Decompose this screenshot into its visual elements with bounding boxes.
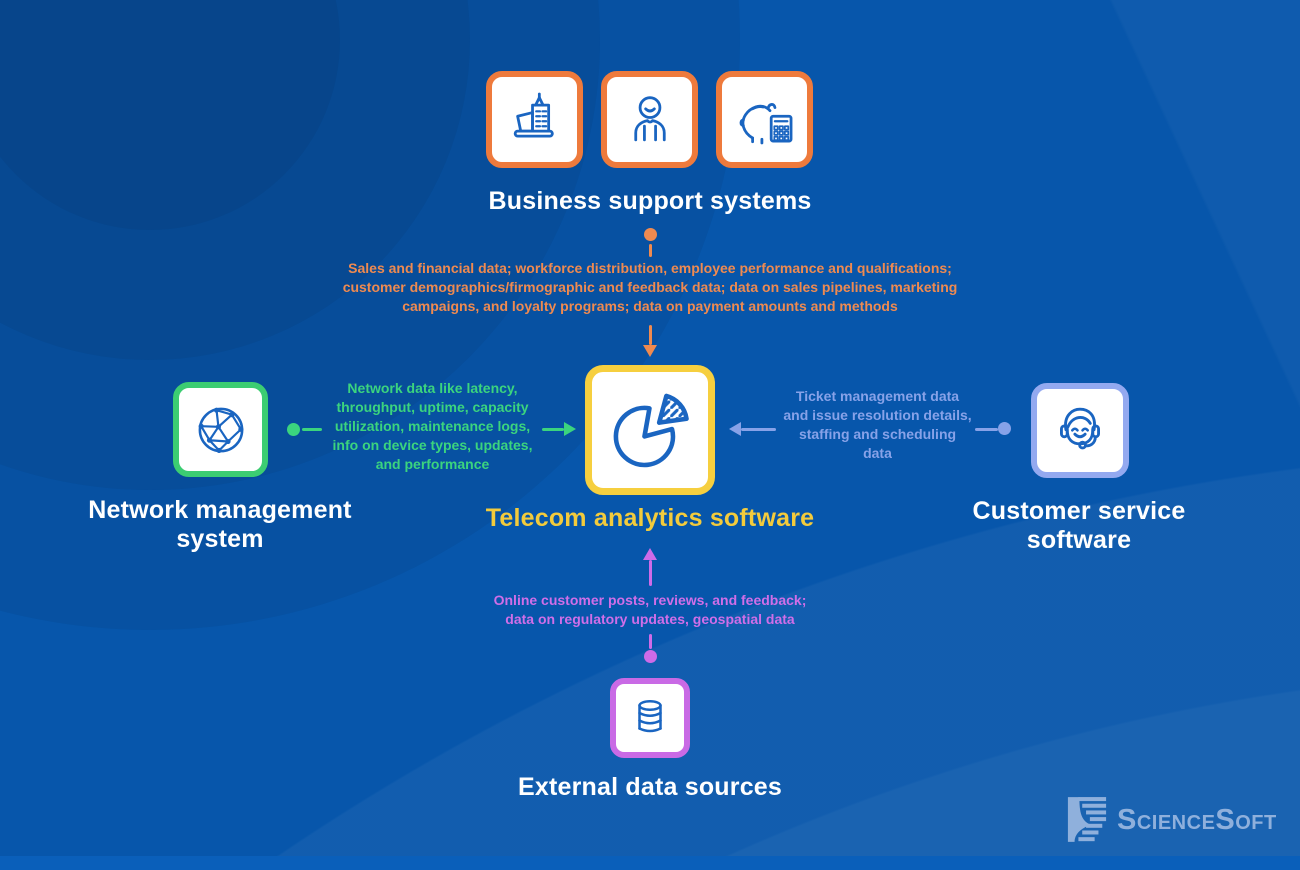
flow-orange-label: Sales and financial data; workforce dist… (342, 260, 958, 314)
flow-green-label: Network data like latency, throughput, u… (332, 380, 533, 472)
flow-periwinkle-line (741, 428, 776, 431)
person-icon (633, 95, 666, 141)
network-management-title: Network management system (88, 496, 352, 553)
flow-orange-dot (644, 228, 657, 241)
support-agent-icon (1060, 407, 1100, 449)
network-icon (198, 407, 243, 453)
sciencesoft-logo-icon (1067, 797, 1107, 842)
flow-periwinkle-label: Ticket management data and issue resolut… (783, 388, 972, 461)
flow-orange-line (649, 325, 652, 345)
business-support-title: Business support systems (488, 187, 812, 215)
flow-periwinkle-stem (975, 428, 998, 431)
flow-orange-stem (649, 244, 652, 257)
arrow-right-icon (564, 422, 576, 436)
footer-strip (0, 856, 1300, 870)
flow-purple-dot (644, 650, 657, 663)
database-icon (638, 700, 662, 733)
piggy-bank-calculator-icon (739, 102, 792, 144)
telecom-analytics-title: Telecom analytics software (485, 504, 815, 532)
arrow-up-icon (643, 548, 657, 560)
arrow-down-icon (643, 345, 657, 357)
flow-purple-label: Online customer posts, reviews, and feed… (493, 592, 807, 627)
customer-service-icon-box (1031, 383, 1129, 478)
flow-periwinkle-dot (998, 422, 1011, 435)
customer-service-title: Customer service software (972, 497, 1186, 554)
business-support-icon-box-3 (716, 71, 813, 168)
pie-chart-icon (613, 393, 689, 468)
flow-green-stem (302, 428, 322, 431)
building-icon (513, 92, 554, 138)
external-data-icon-box (610, 678, 690, 758)
business-support-icon-box-1 (486, 71, 583, 168)
flow-green-dot (287, 423, 300, 436)
flow-purple-stem (649, 634, 652, 649)
arrow-left-icon (729, 422, 741, 436)
network-management-icon-box (173, 382, 268, 477)
sciencesoft-logo-text: ScienceSoft (1117, 803, 1277, 836)
flow-purple-line (649, 560, 652, 586)
business-support-icon-box-2 (601, 71, 698, 168)
external-data-title: External data sources (517, 773, 783, 801)
telecom-analytics-icon-box (585, 365, 715, 495)
flow-green-line (542, 428, 564, 431)
sciencesoft-logo: ScienceSoft (1066, 797, 1277, 842)
